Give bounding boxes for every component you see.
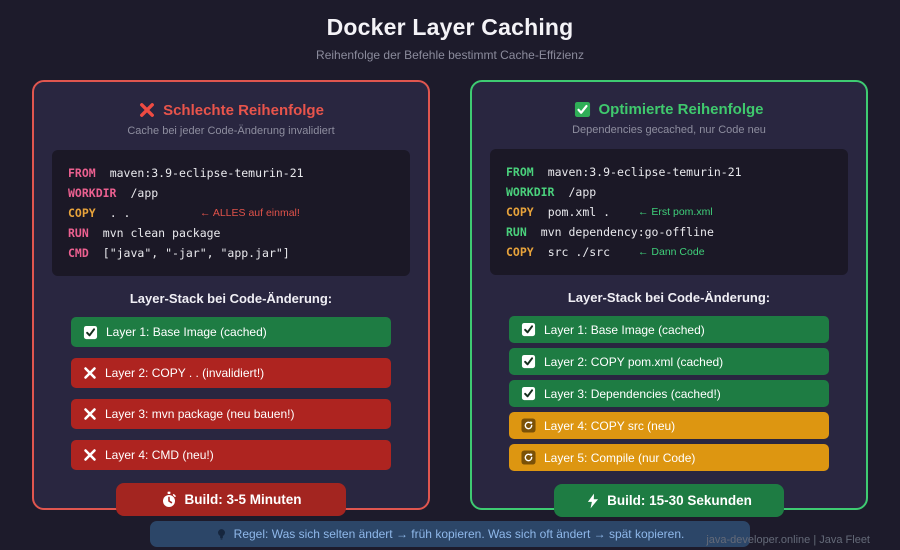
dockerfile-keyword: COPY — [68, 206, 96, 220]
watermark: java-developer.online | Java Fleet — [706, 534, 870, 546]
dockerfile-arg: mvn dependency:go-offline — [540, 225, 714, 239]
code-line: RUN mvn clean package — [68, 223, 394, 243]
refresh-icon — [521, 418, 536, 433]
layer-row: Layer 3: Dependencies (cached!) — [509, 380, 829, 407]
dockerfile-arg: . . — [109, 206, 131, 220]
dockerfile-keyword: FROM — [68, 166, 96, 180]
page-title: Docker Layer Caching — [326, 14, 574, 40]
panel-title: Optimierte Reihenfolge — [598, 101, 764, 118]
dockerfile-arg: maven:3.9-eclipse-temurin-21 — [109, 166, 304, 180]
layer-label: Layer 4: COPY src (neu) — [544, 418, 676, 433]
dockerfile-arg: mvn clean package — [102, 226, 221, 240]
rule-banner: Regel: Was sich selten ändert → früh kop… — [150, 521, 750, 547]
dockerfile-arg: /app — [568, 185, 597, 199]
refresh-icon — [521, 450, 536, 465]
build-time-badge: Build: 3-5 Minuten — [116, 483, 346, 516]
code-line: COPY . . ← ALLES auf einmal! — [68, 203, 394, 223]
code-line: FROM maven:3.9-eclipse-temurin-21 — [68, 163, 394, 183]
panel-optimized-order: Optimierte Reihenfolge Dependencies geca… — [470, 80, 868, 517]
code-line: RUN mvn dependency:go-offline — [506, 222, 832, 242]
layer-label: Layer 1: Base Image (cached) — [544, 322, 705, 337]
build-time-badge: Build: 15-30 Sekunden — [554, 484, 784, 517]
dockerfile-arg: maven:3.9-eclipse-temurin-21 — [547, 165, 742, 179]
layer-label: Layer 2: COPY pom.xml (cached) — [544, 354, 724, 369]
layer-stack-heading: Layer-Stack bei Code-Änderung: — [129, 291, 333, 306]
dockerfile-keyword: WORKDIR — [506, 185, 555, 199]
dockerfile-code-block: FROM maven:3.9-eclipse-temurin-21 WORKDIR… — [490, 149, 848, 275]
panel-bad-title-row: Schlechte Reihenfolge — [52, 101, 410, 119]
dockerfile-keyword: COPY — [506, 205, 534, 219]
panel-subtitle: Cache bei jeder Code-Änderung invalidier… — [127, 125, 335, 137]
checkbox-checked-icon — [83, 325, 98, 340]
x-icon — [138, 101, 156, 119]
lightbulb-icon — [216, 528, 227, 541]
dockerfile-arg: /app — [130, 186, 159, 200]
layer-stack: Layer 1: Base Image (cached) Layer 2: CO… — [490, 316, 848, 471]
x-icon — [83, 407, 97, 421]
dockerfile-arg: pom.xml . — [547, 205, 611, 219]
layer-label: Layer 1: Base Image (cached) — [106, 325, 267, 339]
layer-row: Layer 4: CMD (neu!) — [71, 440, 391, 470]
checkbox-checked-icon — [574, 101, 591, 118]
checkbox-checked-icon — [521, 322, 536, 337]
lightning-icon — [586, 493, 599, 509]
code-line: CMD ["java", "-jar", "app.jar"] — [68, 243, 394, 263]
layer-label: Layer 3: Dependencies (cached!) — [544, 386, 721, 401]
layer-row: Layer 5: Compile (nur Code) — [509, 444, 829, 471]
layer-label: Layer 3: mvn package (neu bauen!) — [105, 407, 295, 421]
x-icon — [83, 448, 97, 462]
panel-bad-order: Schlechte Reihenfolge Cache bei jeder Co… — [32, 80, 430, 516]
comparison-layout: Schlechte Reihenfolge Cache bei jeder Co… — [0, 80, 900, 517]
code-line: FROM maven:3.9-eclipse-temurin-21 — [506, 162, 832, 182]
dockerfile-arg: src ./src — [547, 245, 611, 259]
dockerfile-keyword: WORKDIR — [68, 186, 117, 200]
code-line: WORKDIR/app — [68, 183, 394, 203]
layer-row: Layer 1: Base Image (cached) — [509, 316, 829, 343]
layer-stack: Layer 1: Base Image (cached) Layer 2: CO… — [52, 317, 410, 470]
build-time-label: Build: 15-30 Sekunden — [607, 493, 752, 508]
panel-good-title-row: Optimierte Reihenfolge — [490, 101, 848, 118]
layer-label: Layer 5: Compile (nur Code) — [544, 450, 696, 465]
dockerfile-keyword: COPY — [506, 245, 534, 259]
checkbox-checked-icon — [521, 354, 536, 369]
dockerfile-code-block: FROM maven:3.9-eclipse-temurin-21 WORKDIR… — [52, 150, 410, 276]
code-line: COPY src ./src ← Dann Code — [506, 242, 832, 262]
layer-row: Layer 3: mvn package (neu bauen!) — [71, 399, 391, 429]
code-annotation: ← Dann Code — [638, 246, 705, 258]
layer-row: Layer 2: COPY . . (invalidiert!) — [71, 358, 391, 388]
dockerfile-keyword: CMD — [68, 246, 89, 260]
layer-label: Layer 4: CMD (neu!) — [105, 448, 214, 462]
dockerfile-keyword: RUN — [506, 225, 527, 239]
checkbox-checked-icon — [521, 386, 536, 401]
dockerfile-keyword: FROM — [506, 165, 534, 179]
layer-label: Layer 2: COPY . . (invalidiert!) — [105, 366, 265, 380]
stopwatch-icon — [161, 491, 177, 508]
code-annotation: ← ALLES auf einmal! — [200, 207, 300, 219]
code-line: COPY pom.xml . ← Erst pom.xml — [506, 202, 832, 222]
page-header: Docker Layer Caching Reihenfolge der Bef… — [0, 0, 900, 62]
build-time-label: Build: 3-5 Minuten — [184, 492, 302, 507]
code-annotation: ← Erst pom.xml — [638, 206, 713, 218]
code-line: WORKDIR/app — [506, 182, 832, 202]
page-subtitle: Reihenfolge der Befehle bestimmt Cache-E… — [316, 48, 584, 62]
dockerfile-keyword: RUN — [68, 226, 89, 240]
layer-row: Layer 2: COPY pom.xml (cached) — [509, 348, 829, 375]
rule-text: Regel: Was sich selten ändert → früh kop… — [233, 527, 685, 541]
panel-title: Schlechte Reihenfolge — [163, 101, 324, 119]
dockerfile-arg: ["java", "-jar", "app.jar"] — [102, 246, 290, 260]
panel-subtitle: Dependencies gecached, nur Code neu — [572, 124, 766, 136]
x-icon — [83, 366, 97, 380]
layer-stack-heading: Layer-Stack bei Code-Änderung: — [567, 290, 771, 305]
layer-row: Layer 4: COPY src (neu) — [509, 412, 829, 439]
layer-row: Layer 1: Base Image (cached) — [71, 317, 391, 347]
